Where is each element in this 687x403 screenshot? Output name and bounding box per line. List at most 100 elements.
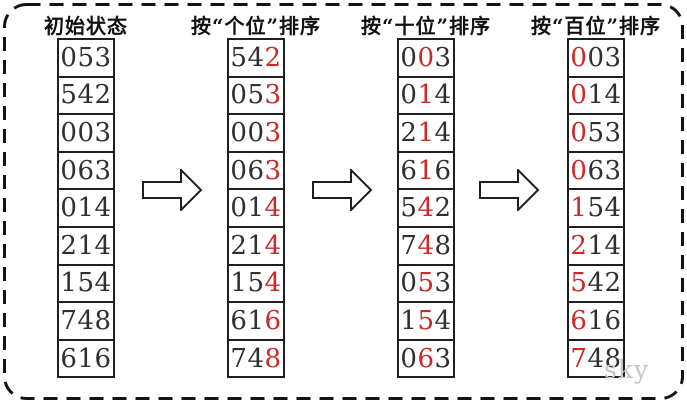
digit: 0 [230, 80, 248, 111]
highlighted-digit: 6 [264, 305, 282, 336]
digit: 5 [400, 193, 418, 224]
digit: 2 [604, 268, 622, 299]
digit: 3 [434, 42, 452, 73]
highlighted-digit: 3 [264, 117, 282, 148]
digit: 1 [247, 193, 265, 224]
highlighted-digit: 6 [570, 305, 588, 336]
digit: 4 [94, 230, 112, 261]
digit: 5 [60, 80, 78, 111]
highlighted-digit: 2 [264, 42, 282, 73]
digit: 6 [587, 155, 605, 186]
highlighted-digit: 0 [570, 80, 588, 111]
digit: 4 [94, 193, 112, 224]
digit: 4 [77, 305, 95, 336]
digit: 0 [60, 117, 78, 148]
digit: 3 [94, 117, 112, 148]
digit: 0 [400, 343, 418, 374]
digit: 5 [230, 42, 248, 73]
digit: 5 [77, 268, 95, 299]
digit: 0 [230, 193, 248, 224]
digit: 4 [77, 80, 95, 111]
digit: 6 [60, 343, 78, 374]
digit: 4 [587, 343, 605, 374]
digit: 1 [77, 230, 95, 261]
digit: 3 [604, 155, 622, 186]
highlighted-digit: 8 [264, 343, 282, 374]
digit: 4 [587, 268, 605, 299]
digit: 0 [230, 117, 248, 148]
digit: 0 [247, 117, 265, 148]
highlighted-digit: 3 [264, 155, 282, 186]
digit: 2 [94, 80, 112, 111]
digit: 3 [94, 155, 112, 186]
digit: 7 [400, 230, 418, 261]
digit: 3 [604, 42, 622, 73]
right-arrow-icon [142, 169, 203, 211]
digit: 4 [434, 80, 452, 111]
digit: 2 [60, 230, 78, 261]
digit: 4 [434, 117, 452, 148]
digit: 8 [434, 230, 452, 261]
digit: 8 [94, 305, 112, 336]
highlighted-digit: 4 [264, 193, 282, 224]
column-title-initial: 初始状态 [44, 14, 128, 38]
highlighted-digit: 1 [417, 155, 435, 186]
digit: 3 [434, 343, 452, 374]
highlighted-digit: 0 [570, 155, 588, 186]
highlighted-digit: 1 [417, 117, 435, 148]
digit: 4 [604, 193, 622, 224]
digit: 0 [400, 268, 418, 299]
digit: 0 [60, 42, 78, 73]
digit: 6 [77, 155, 95, 186]
digit: 0 [60, 193, 78, 224]
highlighted-digit: 1 [417, 80, 435, 111]
digit: 8 [604, 343, 622, 374]
digit: 5 [587, 193, 605, 224]
digit: 5 [247, 268, 265, 299]
highlighted-digit: 2 [570, 230, 588, 261]
digit: 7 [230, 343, 248, 374]
digit: 6 [400, 155, 418, 186]
digit: 4 [604, 230, 622, 261]
digit: 4 [604, 80, 622, 111]
highlighted-digit: 4 [417, 230, 435, 261]
digit: 1 [400, 305, 418, 336]
digit: 1 [247, 230, 265, 261]
column-title-tens: 按“十位”排序 [360, 14, 491, 38]
digit: 1 [60, 268, 78, 299]
digit: 0 [400, 80, 418, 111]
highlighted-digit: 5 [417, 268, 435, 299]
digit: 0 [400, 42, 418, 73]
digit: 1 [587, 230, 605, 261]
digit: 1 [587, 80, 605, 111]
highlighted-digit: 1 [570, 193, 588, 224]
